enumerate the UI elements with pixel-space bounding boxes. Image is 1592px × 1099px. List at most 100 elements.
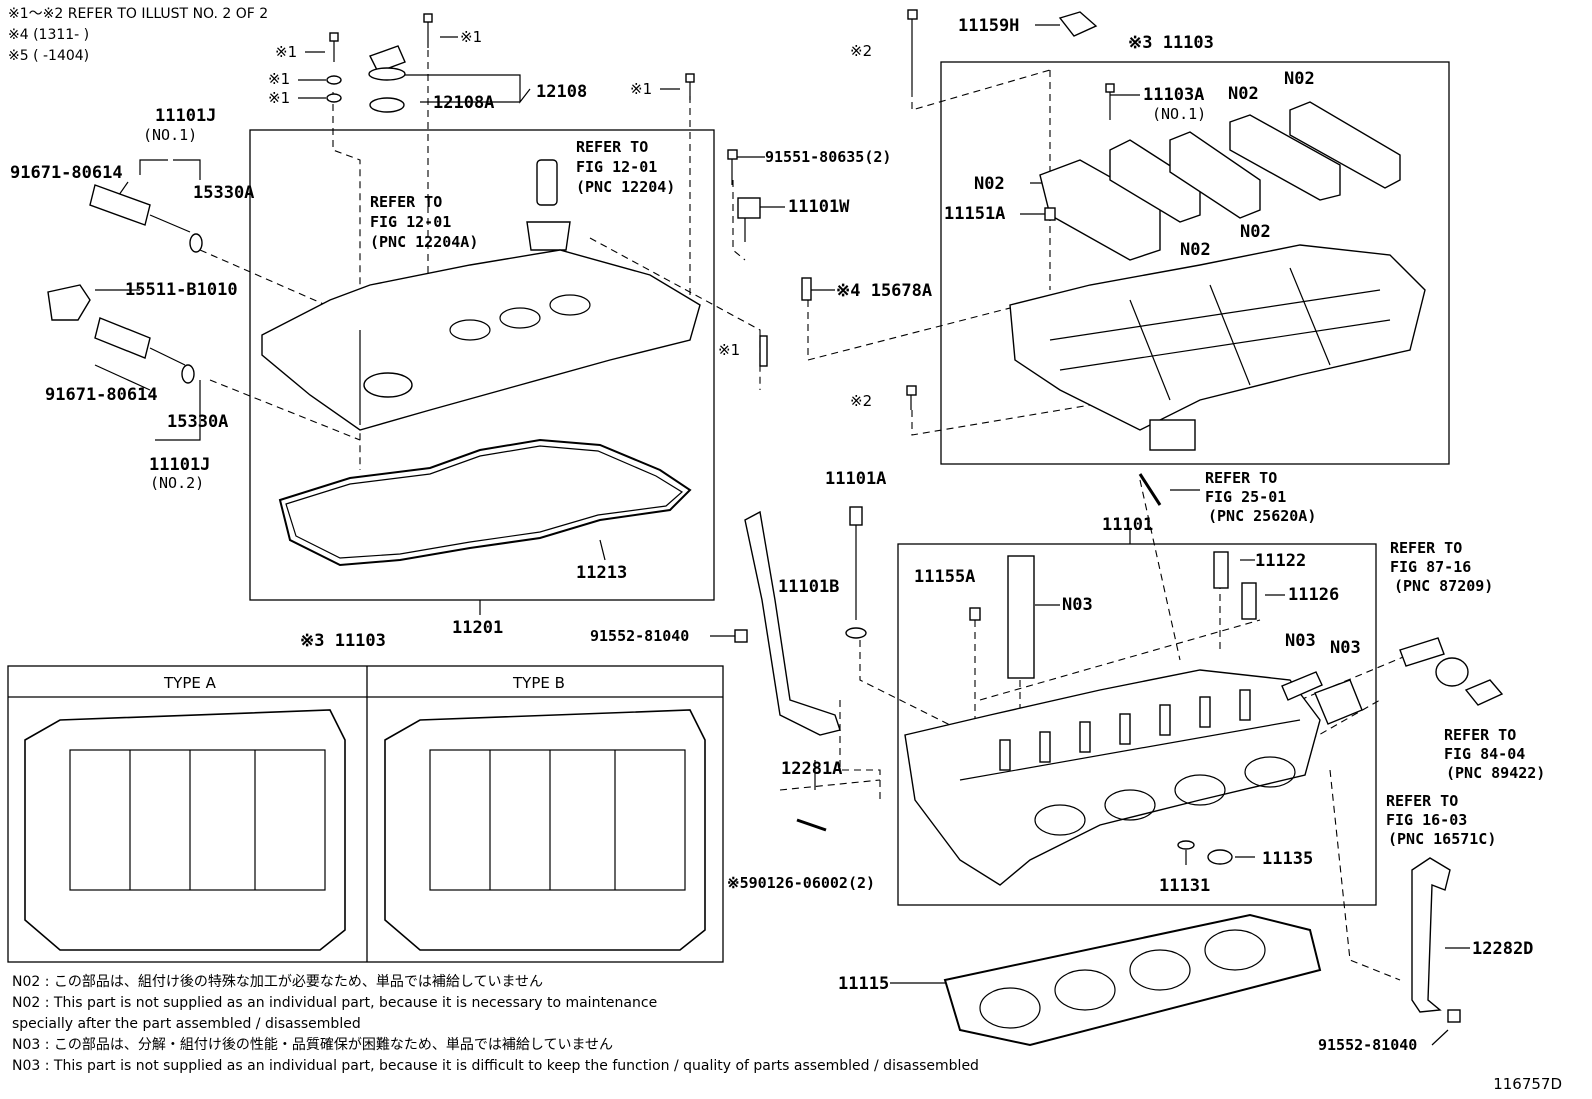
part-label: 11213 (576, 563, 627, 583)
reference-label: REFER TO (370, 193, 442, 211)
part-label: 11103A (1143, 85, 1204, 105)
reference-label: FIG 87-16 (1390, 558, 1471, 576)
footnote: N03 : This part is not supplied as an in… (12, 1058, 979, 1074)
long-bolt-icon (845, 506, 867, 639)
sleeve-icon (1314, 679, 1363, 725)
stud-icon (1138, 473, 1162, 506)
reference-label: REFER TO (1390, 539, 1462, 557)
pcv-valve-icon (536, 159, 558, 206)
bolt-icon (734, 629, 748, 643)
reference-label: FIG 12-01 (370, 213, 451, 231)
part-label: 11101 (1102, 515, 1153, 535)
engine-hanger-icon (1411, 857, 1451, 1013)
callout-label: ※2 (850, 42, 872, 60)
illustration-code: 116757D (1493, 1075, 1562, 1093)
note-code-label: N03 (1062, 595, 1093, 615)
part-label: 11151A (944, 204, 1005, 224)
bolt-icon (685, 73, 695, 100)
grommet-icon (526, 221, 571, 251)
part-label: ※590126-06002(2) (727, 874, 875, 892)
part-label: 91551-80635(2) (765, 148, 891, 166)
note-code-label: N02 (1180, 240, 1211, 260)
footnote: N03 : この部品は、分解・組付け後の性能・品質確保が困難なため、単品では補給… (12, 1037, 614, 1053)
footnotes: N02 : この部品は、組付け後の特殊な加工が必要なため、単品では補給していませ… (12, 972, 979, 1077)
callout-label: ※1 (630, 80, 652, 98)
part-label: ※3 11103 (300, 631, 386, 651)
part-label: 15330A (167, 412, 228, 432)
plug-icon (801, 277, 812, 301)
o-ring-icon (181, 364, 195, 384)
note-code-label: N02 (974, 174, 1005, 194)
reference-label: FIG 12-01 (576, 158, 657, 176)
camshaft-housing-frame (940, 61, 1450, 465)
o-ring-icon (189, 233, 203, 253)
part-label: 11126 (1288, 585, 1339, 605)
part-label: ※3 11103 (1128, 33, 1214, 53)
footnote: N02 : この部品は、組付け後の特殊な加工が必要なため、単品では補給していませ… (12, 974, 544, 990)
bolt-icon (329, 32, 339, 62)
reference-label: REFER TO (1205, 469, 1277, 487)
part-label: 11155A (914, 567, 975, 587)
camshaft-housing-icon (1009, 244, 1426, 451)
part-label: (NO.1) (143, 126, 197, 144)
reference-label: REFER TO (576, 138, 648, 156)
note-code-label: N03 (1285, 631, 1316, 651)
part-label: 91671-80614 (10, 163, 123, 183)
part-label: ※4 15678A (836, 281, 932, 301)
part-label: 11201 (452, 618, 503, 638)
part-label: 12282D (1472, 939, 1533, 959)
type-b-heading: TYPE B (512, 674, 565, 692)
callout-label: ※1 (718, 341, 740, 359)
gasket-small-icon (1177, 840, 1195, 850)
part-label: 91552-81040 (590, 627, 689, 645)
bracket-icon (47, 284, 91, 321)
bearing-cap-icon (1289, 101, 1401, 189)
note-code-label: N02 (1284, 69, 1315, 89)
o-ring-icon (369, 97, 405, 113)
cylinder-head-icon (904, 669, 1321, 886)
bolt-icon (423, 13, 433, 48)
bolt-icon (727, 149, 738, 185)
note-code-label: N02 (1228, 84, 1259, 104)
head-gasket-icon (943, 913, 1322, 1047)
part-label: 11131 (1159, 876, 1210, 896)
oil-control-valve-icon (89, 184, 191, 233)
part-label: 11122 (1255, 551, 1306, 571)
oil-control-valve-icon (94, 317, 186, 366)
bearing-cap-icon (1109, 139, 1201, 223)
type-a-housing-icon (24, 709, 346, 951)
plug-icon (759, 335, 768, 367)
callout-label: ※1 (268, 70, 290, 88)
part-label: 11135 (1262, 849, 1313, 869)
washer-icon (326, 93, 342, 103)
callout-label: ※1 (268, 89, 290, 107)
callout-label: ※1 (275, 43, 297, 61)
bearing-cap-icon (1169, 131, 1261, 219)
leader-lines (94, 24, 1470, 1046)
part-label: 91552-81040 (1318, 1036, 1417, 1054)
part-label: 11115 (838, 974, 889, 994)
part-label: 11101W (788, 197, 850, 217)
o-ring-icon (1207, 849, 1233, 865)
part-label: 11159H (958, 16, 1019, 36)
footnote: specially after the part assembled / dis… (12, 1016, 361, 1032)
valve-cover-frame (249, 129, 715, 601)
header-note: ※4 (1311- ) (8, 27, 90, 43)
part-label: 11101B (778, 577, 839, 597)
cover-plate-icon (1058, 11, 1098, 37)
sleeve-icon (1281, 671, 1323, 701)
footnote: N02 : This part is not supplied as an in… (12, 995, 658, 1011)
oil-cap-icon (368, 45, 406, 81)
part-label: (NO.2) (150, 474, 204, 492)
tube-icon (1007, 555, 1035, 679)
washer-icon (326, 75, 342, 85)
reference-label: (PNC 12204A) (370, 233, 478, 251)
reference-label: (PNC 12204) (576, 178, 675, 196)
reference-label: FIG 25-01 (1205, 488, 1286, 506)
part-label: 15330A (193, 183, 254, 203)
part-label: 11101A (825, 469, 886, 489)
reference-label: (PNC 89422) (1446, 764, 1545, 782)
bolt-icon (1447, 1009, 1461, 1023)
cylinder-head-cover-icon (261, 249, 701, 431)
pipe-icon (1399, 637, 1445, 667)
